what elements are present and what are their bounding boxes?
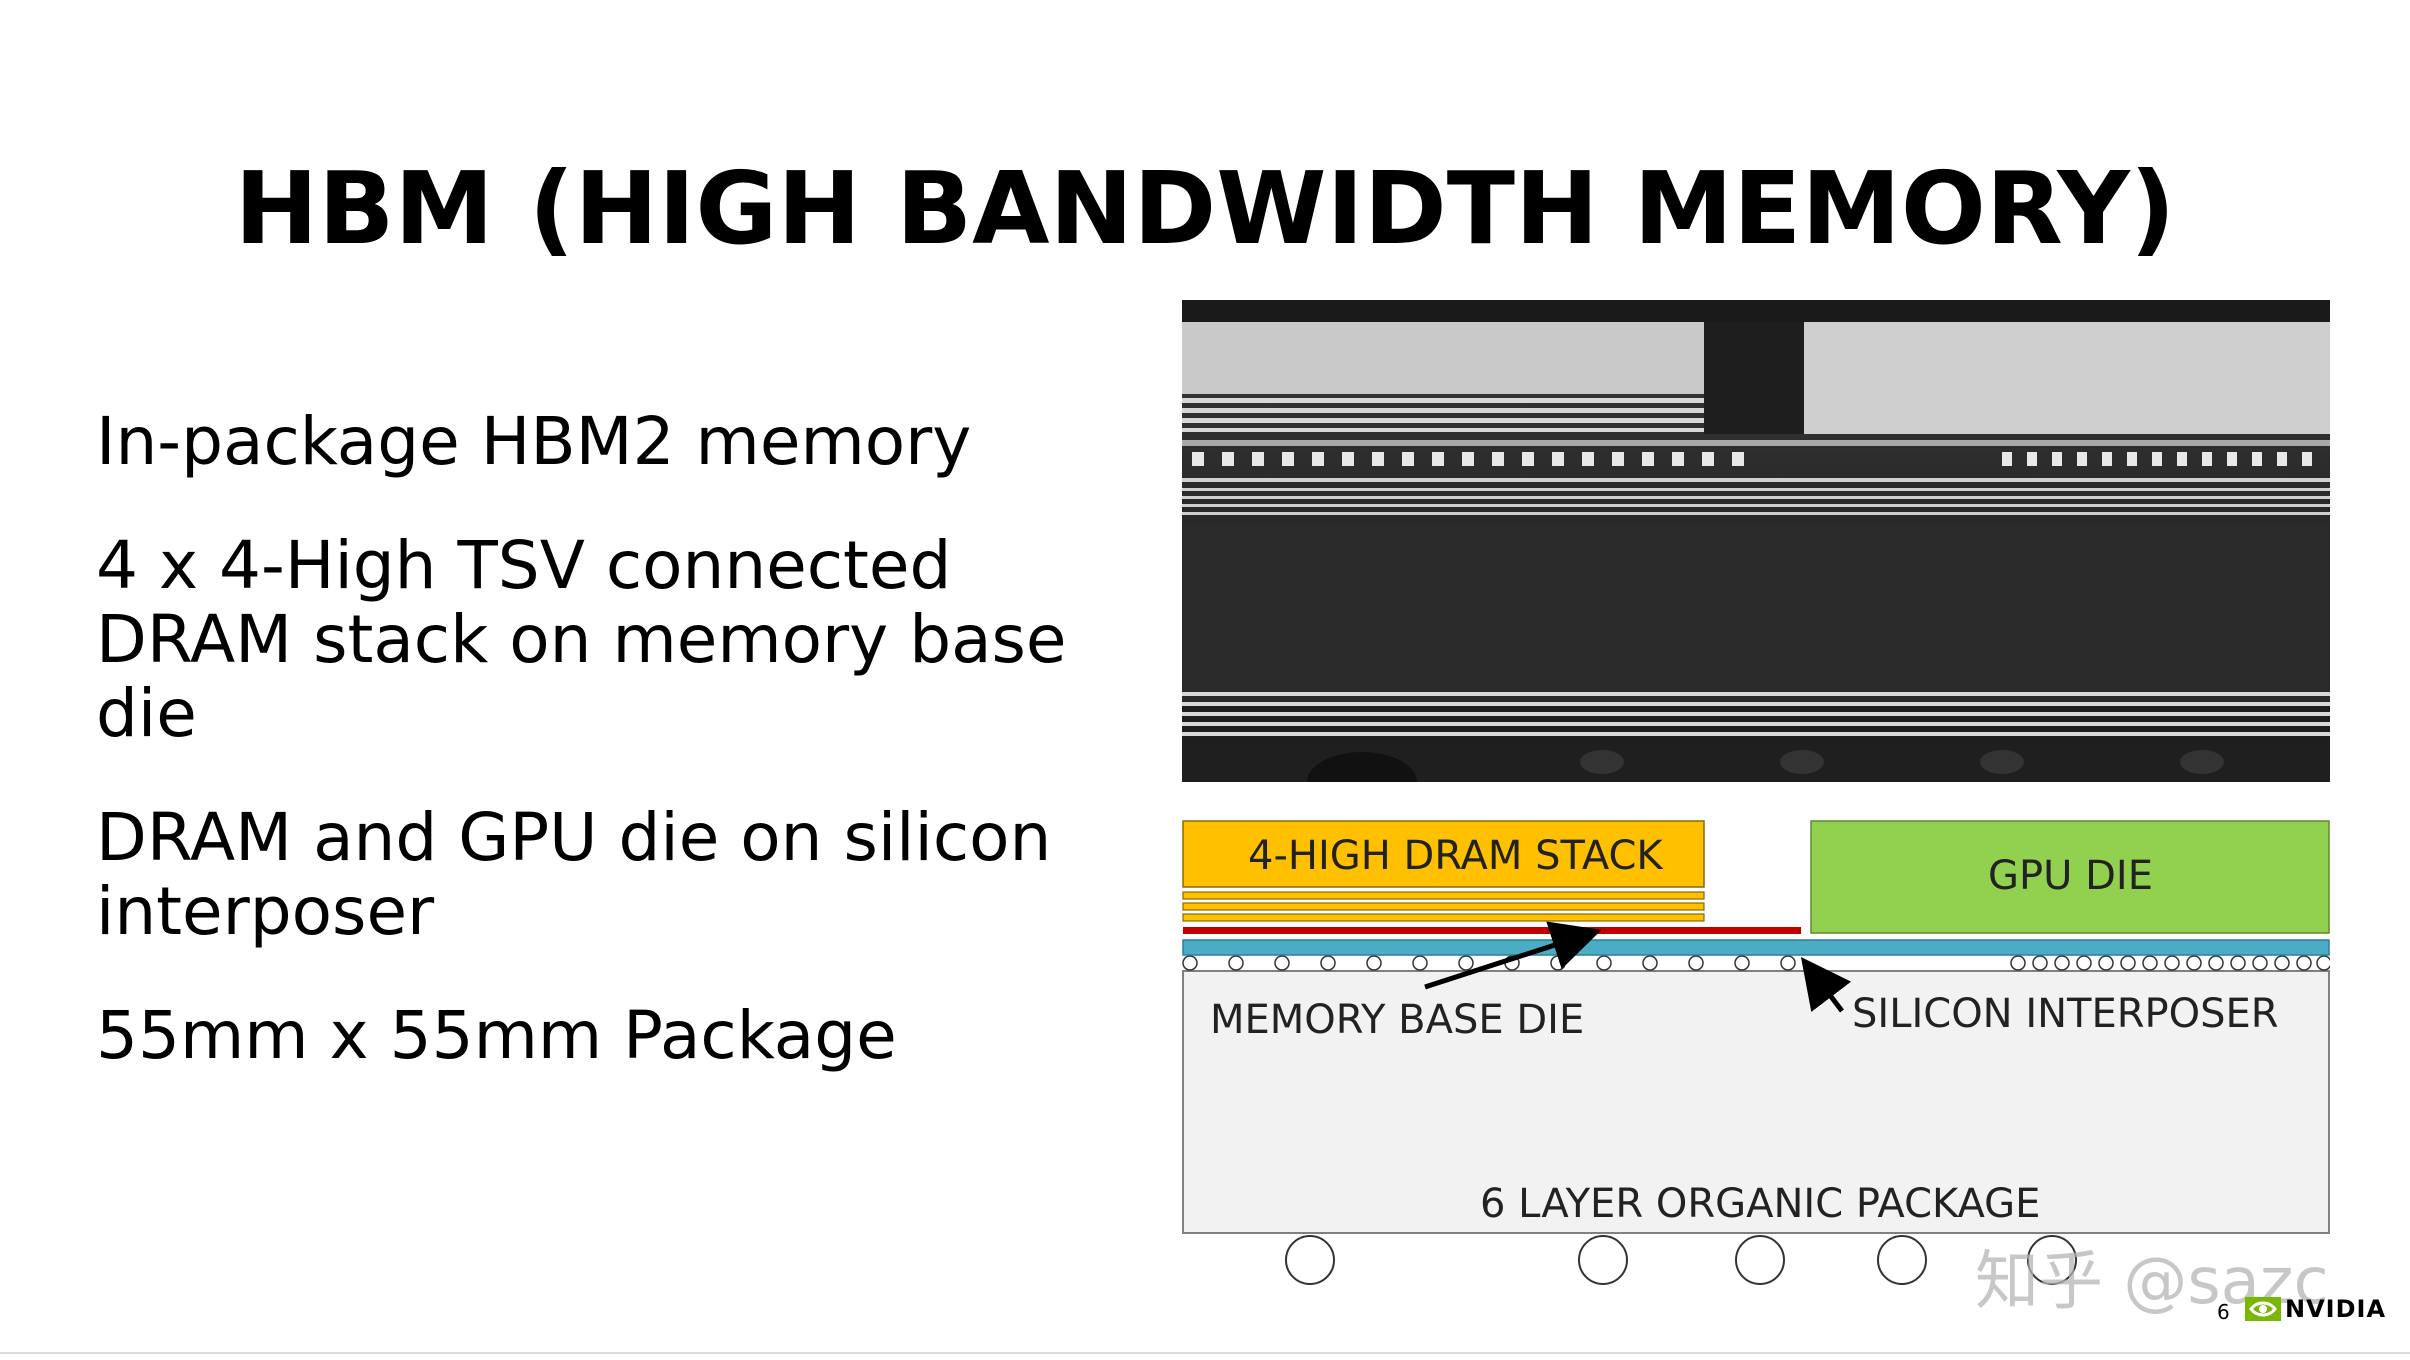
micrograph-image	[1182, 300, 2330, 782]
bullet-item: 55mm x 55mm Package	[96, 999, 1136, 1073]
bullet-item: DRAM and GPU die on silicon interposer	[96, 801, 1136, 949]
bullet-list: In-package HBM2 memory 4 x 4-High TSV co…	[96, 405, 1136, 1123]
nvidia-eye-icon	[2245, 1297, 2281, 1321]
gpu-die-label: GPU DIE	[1988, 853, 2153, 899]
silicon-interposer-label: SILICON INTERPOSER	[1852, 991, 2279, 1037]
bullet-item: In-package HBM2 memory	[96, 405, 1136, 479]
dram-stack-label: 4-HIGH DRAM STACK	[1248, 833, 1663, 879]
page-number: 6	[2217, 1300, 2230, 1324]
slide-title: HBM (HIGH BANDWIDTH MEMORY)	[0, 150, 2410, 267]
bullet-item: 4 x 4-High TSV connected DRAM stack on m…	[96, 529, 1136, 751]
memory-base-die-label: MEMORY BASE DIE	[1210, 997, 1584, 1043]
dram-layers	[1183, 892, 1704, 921]
bga-balls	[1286, 1236, 2076, 1284]
nvidia-logo: NVIDIA	[2245, 1295, 2386, 1323]
c4-bumps	[1183, 956, 2330, 970]
logo-text: NVIDIA	[2285, 1295, 2386, 1323]
cross-section-micrograph	[1182, 300, 2330, 782]
silicon-interposer	[1183, 940, 2329, 955]
bottom-rule	[0, 1352, 2410, 1354]
memory-base-die	[1183, 927, 1801, 934]
package-label: 6 LAYER ORGANIC PACKAGE	[1480, 1181, 2040, 1227]
